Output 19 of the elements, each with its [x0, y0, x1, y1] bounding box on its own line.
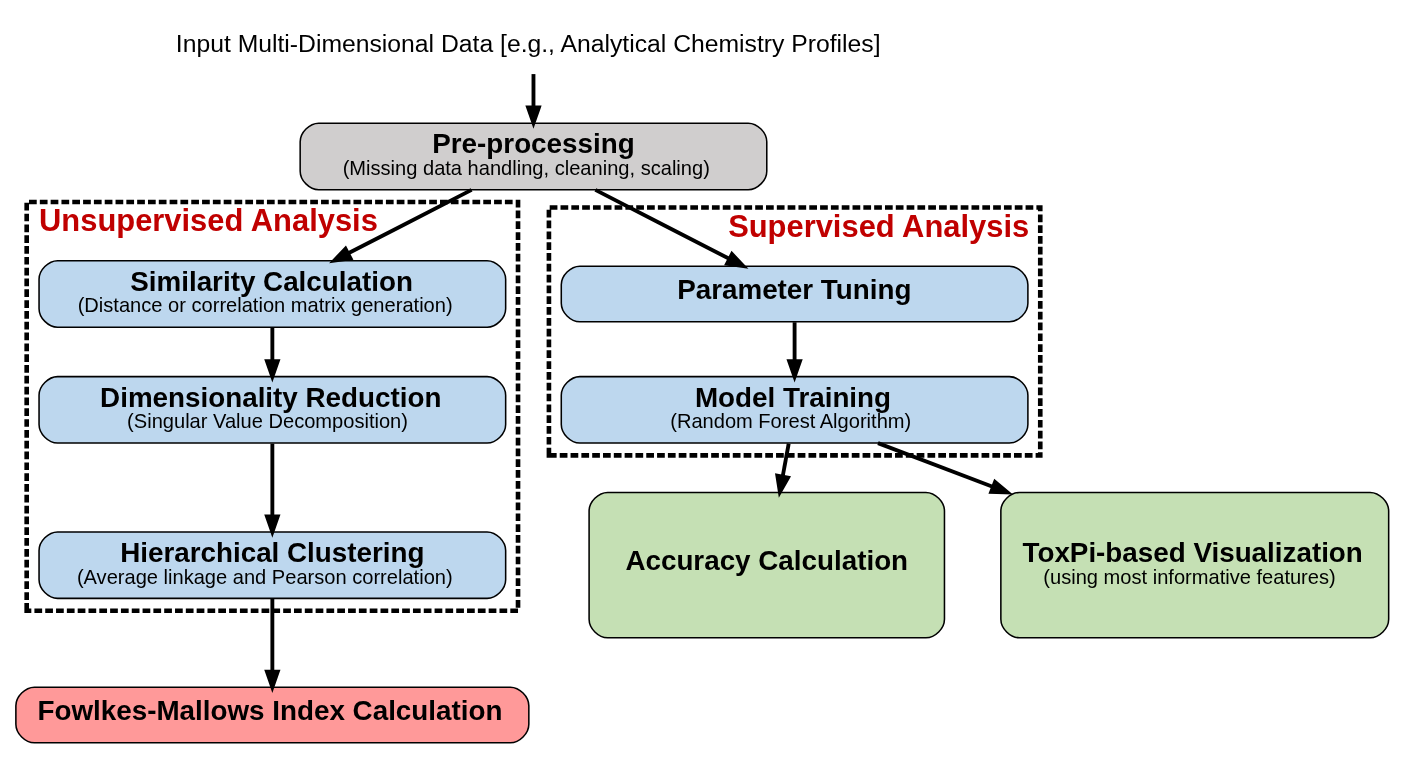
node-box: ToxPi-based Visualization (using most informative features)	[1000, 491, 1390, 639]
arrow	[877, 441, 1014, 495]
arrow	[775, 443, 791, 498]
arrow	[264, 443, 281, 538]
arrow	[264, 327, 281, 383]
node-box: Dimensionality Reduction (Singular Value Decomposition)	[38, 375, 507, 444]
arrow	[329, 188, 473, 264]
node-box: Pre-processing (Missing data handling, cleaning, scaling)	[299, 122, 768, 191]
arrow	[594, 188, 749, 269]
arrow	[786, 322, 803, 383]
node-box: Model Training (Random Forest Algorithm)	[560, 375, 1029, 444]
node-box: Hierarchical Clustering (Average linkage and Pearson correlation)	[38, 531, 507, 600]
arrow	[264, 598, 281, 693]
node-text: Input Multi-Dimensional Data [e.g., Analytical Chemistry Profiles]	[175, 29, 881, 57]
arrow	[525, 74, 542, 129]
node-box: Fowlkes-Mallows Index Calculation	[15, 686, 530, 744]
node-box: Accuracy Calculation	[588, 491, 946, 639]
node-box: Parameter Tuning	[560, 265, 1029, 323]
node-box: Similarity Calculation (Distance or correlation matrix generation)	[38, 260, 507, 328]
